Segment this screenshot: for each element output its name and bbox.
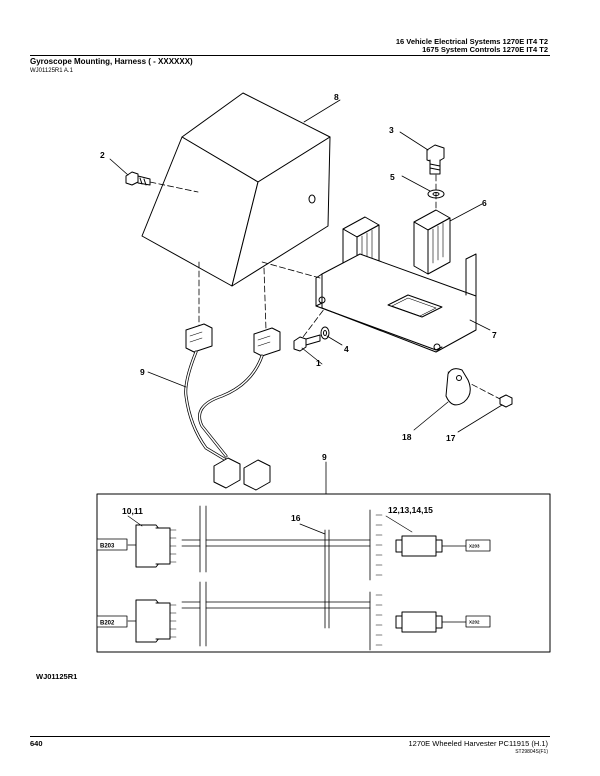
connector-box-b203 <box>96 538 128 551</box>
harness-schematic-box <box>96 493 551 653</box>
harness-connector-right <box>253 327 281 357</box>
harness-end-connectors <box>213 457 271 491</box>
bolt-part-2 <box>125 171 151 186</box>
footer-document-info: 1270E Wheeled Harvester PC11915 (H.1) <box>408 739 548 748</box>
header-section-title: 16 Vehicle Electrical Systems 1270E IT4 … <box>395 37 548 46</box>
connector-label-b202: B202 <box>100 621 115 627</box>
gyroscope-cover <box>141 92 331 287</box>
footer-code: ST29804S(F1) <box>515 749 548 755</box>
harness-wires-inner <box>184 351 263 461</box>
schematic-upper-circuit <box>135 505 443 581</box>
mounting-bracket <box>315 253 477 353</box>
washer-part-4 <box>320 326 330 340</box>
callout-7: 7 <box>492 330 497 340</box>
callout-16: 16 <box>291 513 301 523</box>
callout-2: 2 <box>100 150 105 160</box>
page-number: 640 <box>30 739 43 748</box>
callout-8: 8 <box>334 92 339 102</box>
page-title: Gyroscope Mounting, Harness ( - XXXXXX) <box>30 57 193 66</box>
callout-3: 3 <box>389 125 394 135</box>
twisted-wire-part-16 <box>299 523 330 629</box>
connector-label-x202: X202 <box>469 620 480 625</box>
page-reference: WJ01125R1 A.1 <box>30 68 73 74</box>
clamp-part-18 <box>445 368 471 406</box>
callout-10-11: 10,11 <box>122 506 143 516</box>
bolt-part-17 <box>499 394 513 408</box>
callout-1: 1 <box>316 358 321 368</box>
callout-6: 6 <box>482 198 487 208</box>
footer-rule <box>30 736 550 737</box>
figure-reference: WJ01125R1 <box>36 672 78 681</box>
connector-label-x203: X203 <box>469 544 480 549</box>
bolt-part-3 <box>426 144 445 175</box>
screw-part-1 <box>293 334 321 352</box>
connector-box-x203 <box>465 539 491 552</box>
harness-wires <box>184 350 264 462</box>
harness-connector-left <box>185 323 213 353</box>
callout-9-diagram: 9 <box>140 367 145 377</box>
callout-12-15: 12,13,14,15 <box>388 505 433 515</box>
connector-label-b203: B203 <box>100 544 115 550</box>
washer-part-5 <box>427 189 445 199</box>
connector-box-b202 <box>96 615 128 628</box>
callout-17: 17 <box>446 433 456 443</box>
schematic-lower-circuit <box>135 581 443 651</box>
callout-18: 18 <box>402 432 412 442</box>
header-rule <box>30 55 550 56</box>
connector-box-x202 <box>465 615 491 628</box>
header-subsection-title: 1675 System Controls 1270E IT4 T2 <box>422 45 548 54</box>
callout-5: 5 <box>390 172 395 182</box>
callout-9-schematic: 9 <box>322 452 327 462</box>
callout-4: 4 <box>344 344 349 354</box>
